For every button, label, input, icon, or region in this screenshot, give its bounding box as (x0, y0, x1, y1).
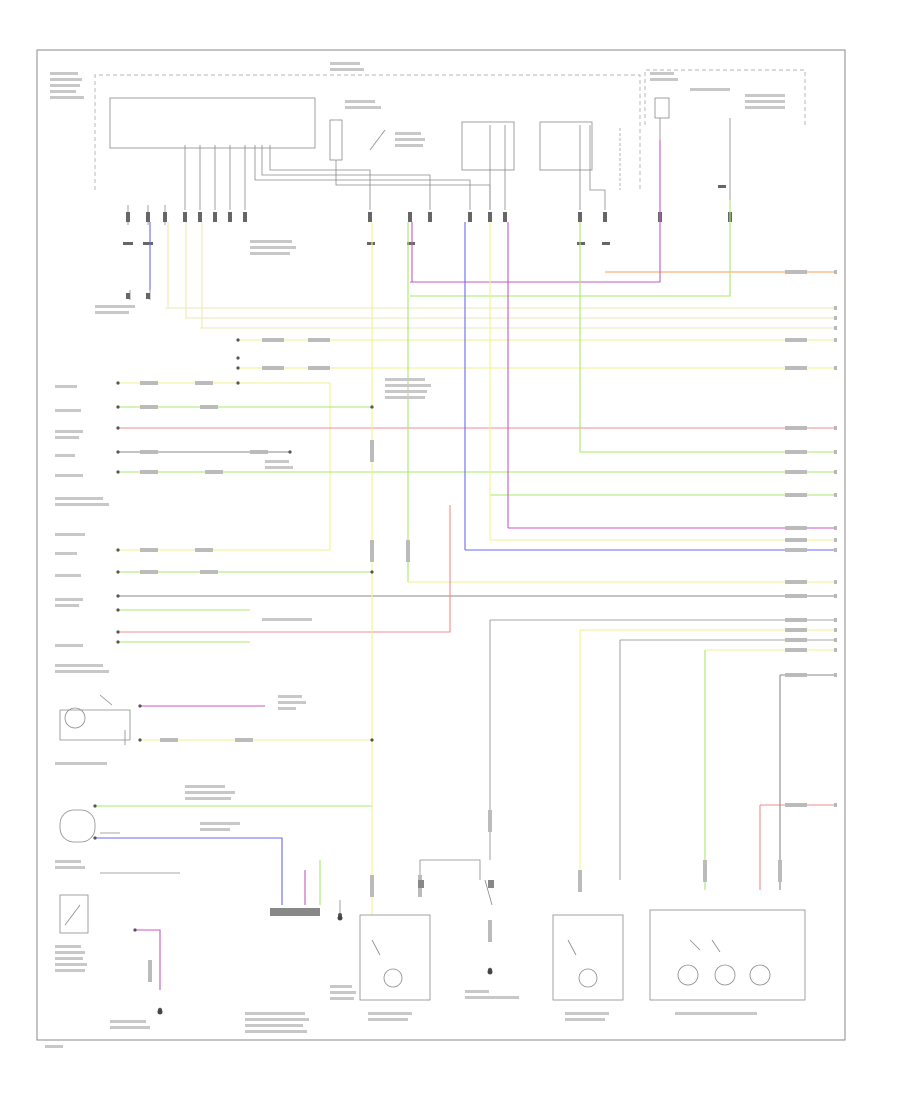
fuse-right (654, 97, 670, 119)
connector-stubs (123, 185, 732, 299)
fuse-block (329, 119, 343, 161)
switch-symbol (369, 129, 386, 151)
wire-green-top (410, 200, 731, 297)
wire-yellow-loop (118, 382, 331, 551)
wire-red-2 (118, 505, 451, 633)
ground-g3 (487, 969, 493, 975)
ground-g1 (157, 1009, 163, 1015)
module-boundary-left (94, 74, 641, 190)
fine-print-labels (45, 62, 785, 1048)
wire-blue-3 (95, 837, 283, 905)
module-boundary-right (644, 69, 806, 125)
bottom-components (59, 694, 806, 1001)
wire-violet-top (410, 140, 661, 283)
gray-wires (59, 118, 836, 915)
wire-violet-4 (135, 929, 161, 990)
lamp-right-turn-mirror (359, 914, 431, 1001)
lamp-license (59, 809, 96, 843)
vertical-wires (149, 222, 781, 915)
relay-module-a (461, 121, 515, 171)
lamp-left-turn-mirror (552, 914, 624, 1001)
top-modules (94, 69, 806, 190)
switch-liftgate (59, 894, 89, 934)
connector-bottom (270, 908, 320, 916)
body-control-module (109, 97, 316, 149)
grounds (157, 915, 493, 1015)
horizontal-wires (95, 140, 836, 990)
diagram-frame (36, 49, 846, 1041)
lamp-luggage (64, 707, 86, 729)
switch-stop (484, 879, 493, 906)
edge-pin-marks (834, 270, 837, 807)
ground-g2 (337, 915, 343, 921)
lamp-rear-combo (649, 909, 806, 1001)
relay-module-b (539, 121, 593, 171)
wire-label-chips (140, 270, 807, 982)
